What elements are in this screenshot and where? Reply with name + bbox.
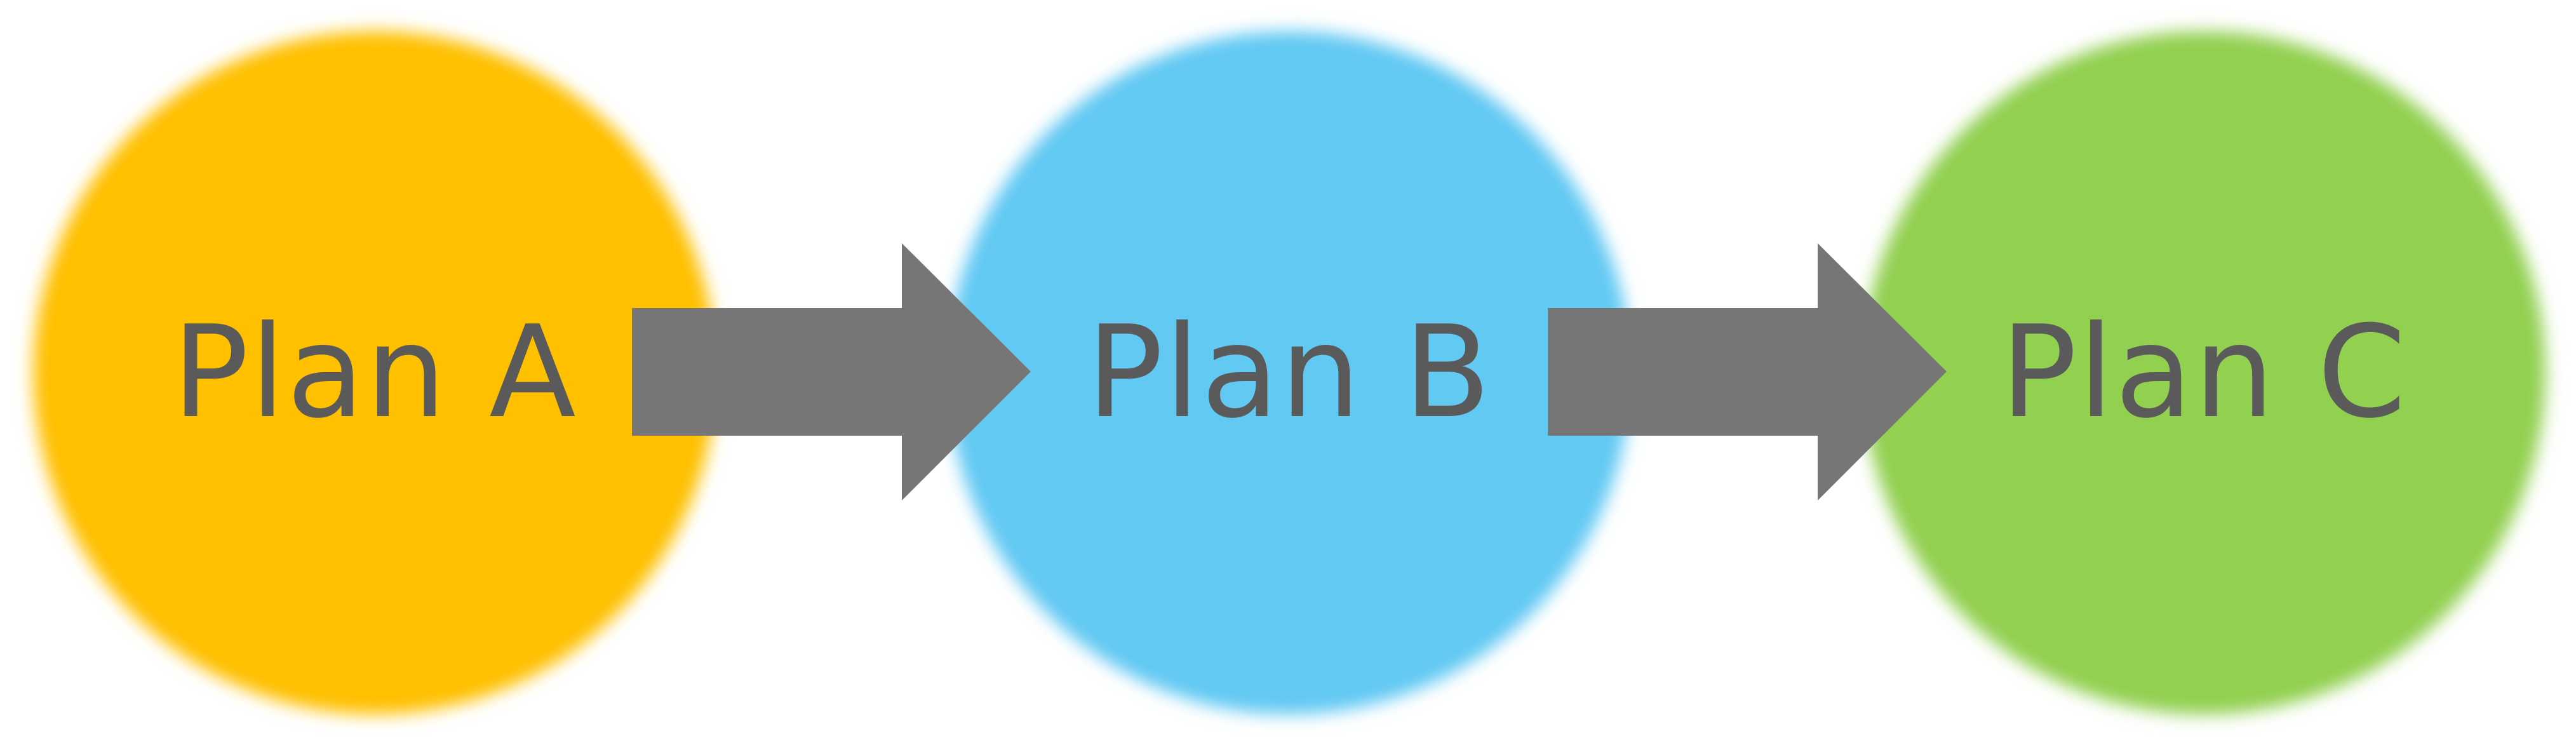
plan-a-label: Plan A [172,299,577,446]
arrow-b-to-c [1548,243,1947,500]
plan-b-label: Plan B [1086,299,1493,446]
plan-c-circle [1874,43,2534,703]
arrow-a-to-b-shape [632,243,1031,500]
plan-c-label: Plan C [2000,299,2408,446]
plan-b-circle [959,43,1620,703]
arrow-a-to-b [632,243,1031,500]
plan-a-circle [44,43,705,703]
arrow-b-to-c-shape [1548,243,1947,500]
